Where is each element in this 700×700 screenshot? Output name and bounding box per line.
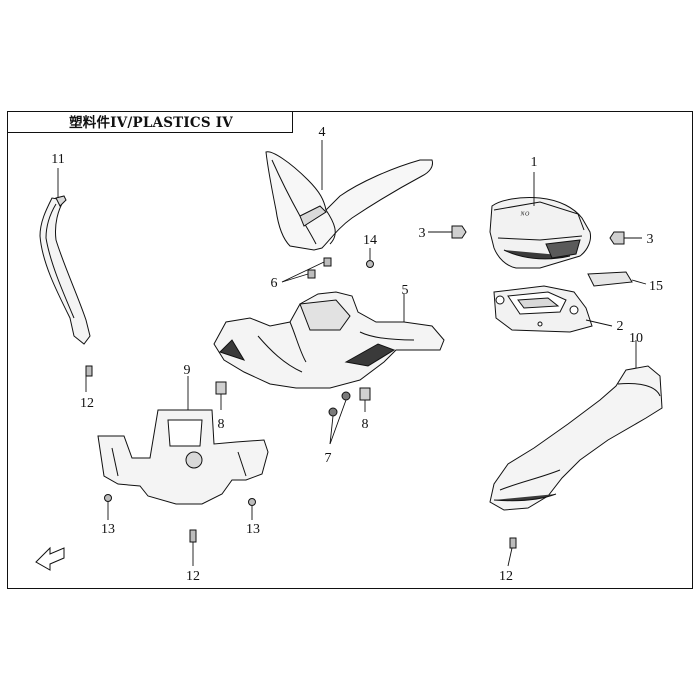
callout-3-left: 3 — [419, 226, 426, 241]
callout-11: 11 — [51, 152, 64, 167]
callout-3-right: 3 — [647, 232, 654, 247]
callout-13-left: 13 — [101, 522, 115, 537]
part-15-pad — [587, 271, 633, 287]
fasteners-lower — [85, 365, 517, 549]
part-2-bracket — [493, 285, 593, 333]
part-1-dash-cover: ᴺᴼ — [489, 197, 591, 269]
diagram-title: 塑料件IV/PLASTICS IV — [69, 115, 233, 131]
callout-12-left: 12 — [80, 396, 94, 411]
part-10-side-panel — [489, 365, 663, 511]
callout-8-left: 8 — [218, 417, 225, 432]
callout-12-center: 12 — [186, 569, 200, 584]
callout-14: 14 — [363, 233, 377, 248]
front-arrow-icon — [35, 546, 65, 571]
callout-6: 6 — [271, 276, 278, 291]
part-5-front-cowl — [213, 291, 445, 389]
leader-lines — [57, 140, 647, 567]
callout-1: 1 — [531, 155, 538, 170]
title-box: 塑料件IV/PLASTICS IV — [7, 111, 293, 133]
callout-13-right: 13 — [246, 522, 260, 537]
callout-9: 9 — [184, 363, 191, 378]
callout-labels: 1 2 3 3 4 5 6 7 8 8 9 10 11 12 12 12 13 … — [51, 125, 663, 584]
callout-2: 2 — [617, 319, 624, 334]
part-7-screws — [328, 391, 351, 417]
callout-15: 15 — [649, 279, 663, 294]
part-9-lower-panel — [97, 409, 269, 505]
callout-12-right: 12 — [499, 569, 513, 584]
part-4-upper-cover — [265, 151, 433, 251]
callout-7: 7 — [325, 451, 332, 466]
part-3-screws — [451, 225, 625, 245]
part-11-side-trim — [39, 195, 91, 345]
part-14-bolt — [366, 260, 374, 268]
callout-10: 10 — [629, 331, 643, 346]
svg-text:ᴺᴼ: ᴺᴼ — [520, 210, 530, 221]
callout-8-right: 8 — [362, 417, 369, 432]
callout-5: 5 — [402, 283, 409, 298]
callout-4: 4 — [319, 125, 326, 140]
diagram-frame — [7, 111, 693, 589]
